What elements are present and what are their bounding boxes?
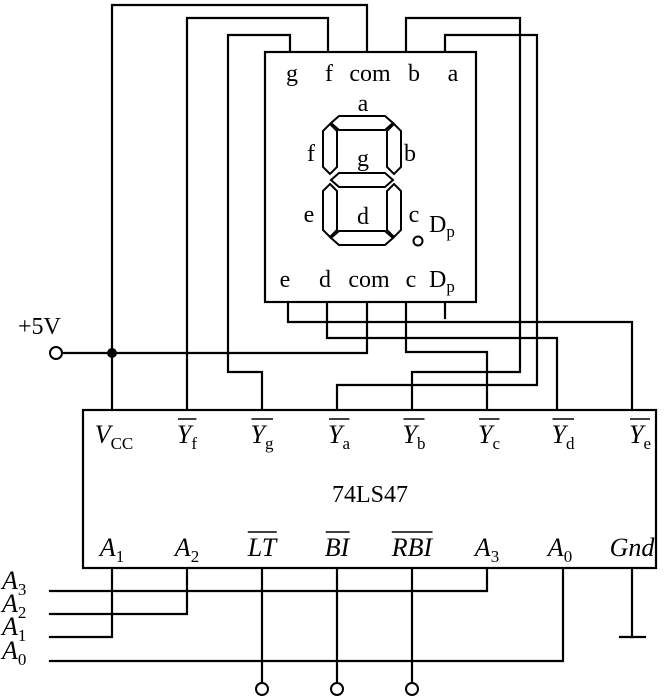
segment-label-g: g — [357, 146, 369, 172]
display-pin-c: c — [406, 267, 417, 293]
wire-supply-rail — [60, 300, 369, 355]
chip-pin-lt: LT — [247, 533, 278, 562]
wire-yd-d — [325, 300, 559, 412]
segment-d — [329, 230, 395, 246]
wire-vcc-com-top — [110, 3, 369, 412]
segment-label-a: a — [358, 91, 369, 117]
chip-pin-yf: Yf — [177, 420, 197, 453]
wire-yb-b — [404, 16, 522, 412]
chip-body — [81, 408, 658, 570]
input-label-in-a0: A0 — [0, 636, 26, 669]
display-pin-e: e — [280, 267, 291, 293]
terminal-bi[interactable] — [330, 682, 344, 696]
wire-in-a1 — [48, 566, 114, 639]
wire-yc-c — [404, 300, 489, 412]
terminal-rbi[interactable] — [405, 682, 419, 696]
segment-label-d: d — [357, 204, 369, 230]
chip-pin-yc: Yc — [478, 420, 500, 453]
junction-dot — [107, 348, 117, 358]
chip-pin-bi: BI — [325, 533, 351, 562]
segment-a — [329, 115, 395, 131]
display-pin-dp: Dp — [429, 267, 455, 296]
chip-pin-vcc: VCC — [95, 420, 134, 453]
display-pin-com-bottom: com — [348, 267, 390, 293]
segment-f — [322, 122, 338, 176]
segment-dp — [412, 235, 424, 247]
supply-label: +5V — [18, 314, 62, 340]
wiring — [48, 3, 647, 685]
chip-pin-a2: A2 — [173, 533, 199, 566]
display-pin-f: f — [325, 61, 333, 87]
seven-segment-display: a b g f e d c Dp g f com b a e d com c D… — [263, 50, 478, 304]
segment-e — [322, 182, 338, 239]
input-label-in-a3: A3 — [0, 566, 26, 599]
display-pin-d: d — [319, 267, 331, 293]
segment-label-dp: Dp — [429, 212, 455, 241]
chip-pin-yg: Yg — [251, 420, 274, 453]
display-pin-com-top: com — [349, 61, 391, 87]
chip-name: 74LS47 — [332, 482, 408, 508]
wire-in-a2 — [48, 566, 189, 616]
chip-pin-yd: Yd — [552, 420, 575, 453]
display-pin-a: a — [448, 61, 459, 87]
wire-ya-a — [335, 33, 539, 412]
segment-c — [386, 182, 402, 239]
chip-pin-rbi: RBI — [391, 533, 434, 562]
input-label-in-a1: A1 — [0, 612, 26, 645]
wire-yg-g — [226, 33, 292, 412]
terminal-lt[interactable] — [255, 682, 269, 696]
chip-top-pin-labels: VCC Yf Yg Ya Yb Yc Yd Ye — [95, 418, 651, 453]
segment-g — [329, 172, 395, 188]
chip-bottom-pin-labels: A1 A2 LT BI RBI A3 A0 Gnd — [98, 531, 656, 566]
segment-label-f: f — [307, 141, 315, 167]
wire-in-a3 — [48, 566, 489, 593]
supply-terminal[interactable] — [49, 346, 63, 360]
segment-label-b: b — [404, 141, 416, 167]
decoder-chip: 74LS47 VCC Yf Yg Ya Yb Yc Yd Ye A1 A2 LT BI RBI A3 A0… — [81, 408, 658, 570]
segment-label-e: e — [304, 202, 315, 228]
display-pin-b: b — [408, 61, 420, 87]
chip-pin-a3: A3 — [473, 533, 499, 566]
chip-pin-gnd: Gnd — [610, 533, 656, 562]
chip-pin-yb: Yb — [403, 420, 426, 453]
chip-pin-ya: Ya — [328, 420, 350, 453]
input-label-in-a2: A2 — [0, 589, 26, 622]
segment-b — [386, 122, 402, 176]
chip-pin-a0: A0 — [546, 533, 572, 566]
wire-in-a0 — [48, 566, 565, 663]
display-pin-g: g — [286, 61, 298, 87]
segment-label-c: c — [409, 202, 420, 228]
chip-pin-ye: Ye — [629, 420, 651, 453]
chip-pin-a1: A1 — [98, 533, 124, 566]
wire-yf-f — [185, 16, 330, 412]
wire-ye-e — [286, 300, 634, 412]
